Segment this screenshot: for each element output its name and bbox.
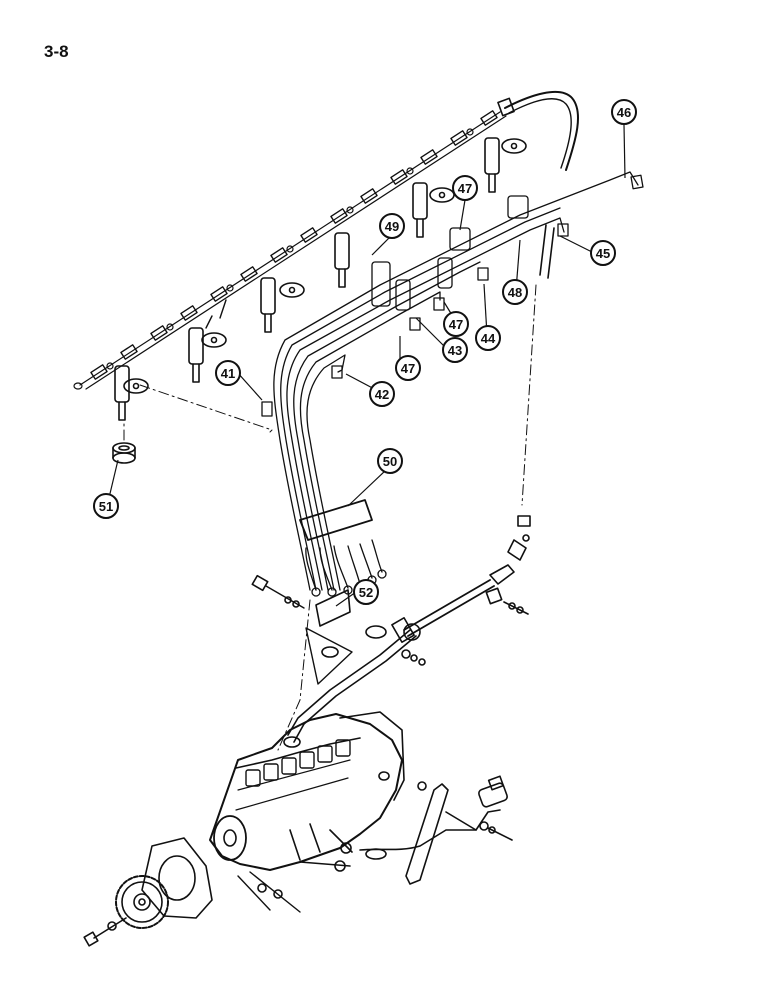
page-number: 3-8 — [44, 42, 69, 61]
leak-off-return-line — [73, 90, 579, 390]
callout-43: 43 — [442, 337, 468, 363]
injection-line-bundle — [261, 171, 644, 597]
callout-41: 41 — [215, 360, 241, 386]
svg-text:44: 44 — [481, 331, 496, 346]
callout-47-low: 47 — [395, 355, 421, 381]
injector-2 — [188, 327, 227, 383]
callout-49: 49 — [379, 213, 405, 239]
svg-text:50: 50 — [383, 454, 397, 469]
drive-gear — [115, 875, 169, 929]
callout-45: 45 — [590, 240, 616, 266]
throttle-link — [359, 775, 513, 885]
svg-text:45: 45 — [596, 246, 610, 261]
callout-47-top: 47 — [452, 175, 478, 201]
callout-52: 52 — [353, 579, 379, 605]
injector-seal — [112, 442, 136, 464]
callout-48: 48 — [502, 279, 528, 305]
callout-47-mid: 47 — [443, 311, 469, 337]
svg-text:46: 46 — [617, 105, 631, 120]
injector-3 — [260, 277, 305, 333]
callout-50: 50 — [377, 448, 403, 474]
callout-42: 42 — [369, 381, 395, 407]
gear-bolt — [83, 917, 127, 947]
injectors — [114, 137, 527, 421]
svg-text:51: 51 — [99, 499, 113, 514]
callout-leaders — [107, 124, 626, 607]
svg-text:41: 41 — [221, 366, 235, 381]
callout-51: 51 — [93, 493, 119, 519]
svg-text:48: 48 — [508, 285, 522, 300]
svg-text:43: 43 — [448, 343, 462, 358]
callouts: 41 42 43 44 45 46 47 47 47 48 49 50 51 5… — [93, 99, 637, 605]
injector-5 — [412, 182, 455, 238]
svg-text:47: 47 — [458, 181, 472, 196]
fuel-supply-line — [251, 564, 529, 748]
callout-44: 44 — [475, 325, 501, 351]
injector-6 — [484, 137, 527, 193]
injector-4 — [334, 232, 350, 288]
callout-46: 46 — [611, 99, 637, 125]
svg-text:49: 49 — [385, 219, 399, 234]
alignment-lines — [123, 284, 537, 751]
injector-1 — [114, 365, 149, 421]
svg-text:52: 52 — [359, 585, 373, 600]
injection-pump — [209, 711, 405, 913]
svg-text:47: 47 — [401, 361, 415, 376]
return-hose-fittings — [507, 515, 531, 561]
svg-text:47: 47 — [449, 317, 463, 332]
svg-text:42: 42 — [375, 387, 389, 402]
